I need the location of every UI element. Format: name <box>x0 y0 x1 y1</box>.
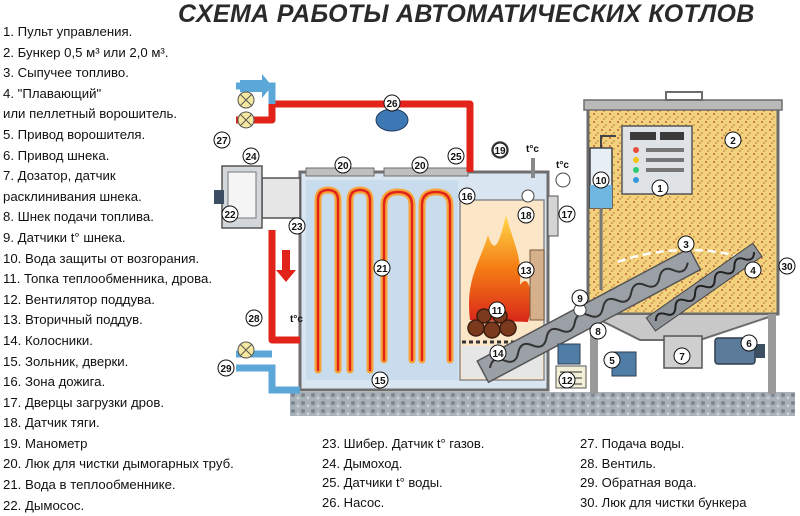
bunker-handle <box>665 91 703 101</box>
callout-11: 11 <box>492 306 503 317</box>
callout-25: 25 <box>450 152 462 163</box>
callout-14: 14 <box>492 349 504 360</box>
callout-18: 18 <box>520 211 532 222</box>
temp-label-2: t°c <box>556 160 569 171</box>
bunker-lid <box>583 99 783 111</box>
legend-right-item: 28. Вентиль. <box>580 455 656 471</box>
callout-24: 24 <box>245 152 257 163</box>
flow-arrow-down <box>276 250 296 282</box>
legend-left-item: 18. Датчик тяги. <box>3 415 100 431</box>
legend-right-item: 27. Подача воды. <box>580 436 685 451</box>
callout-17: 17 <box>561 210 573 221</box>
legend-mid-item: 24. Дымоход. <box>322 455 403 471</box>
callout-23: 23 <box>291 222 303 233</box>
agitator-auger <box>645 242 763 332</box>
legend-left-item: расклинивания шнека. <box>3 188 142 204</box>
smoke-tubes <box>314 186 454 374</box>
water-temp-gauge <box>555 172 571 188</box>
temp-label-1: t°c <box>526 144 539 155</box>
legend-mid-item: 25. Датчики t° воды. <box>322 475 443 491</box>
callout-19: 19 <box>494 146 506 157</box>
legend-left-item: 5. Привод ворошителя. <box>3 126 146 142</box>
callout-20b: 20 <box>414 161 426 172</box>
callout-7: 7 <box>679 352 685 363</box>
exhauster-motor <box>214 190 224 204</box>
legend-left-item: 9. Датчики t° шнека. <box>3 229 126 245</box>
legend-left-item: 22. Дымосос. <box>3 497 85 513</box>
callout-9: 9 <box>577 294 583 305</box>
valve-bottom-1 <box>237 341 255 359</box>
legend-mid-item: 23. Шибер. Датчик t° газов. <box>322 436 485 451</box>
callout-28: 28 <box>248 314 260 325</box>
legend-left-item: 1. Пульт управления. <box>3 24 133 39</box>
valve-top-2 <box>237 111 255 129</box>
legend-left-item: 12. Вентилятор поддува. <box>3 291 155 307</box>
legend-left-item: 14. Колосники. <box>3 332 93 348</box>
legend-left-item: 16. Зона дожига. <box>3 374 106 390</box>
legend-left-item: 13. Вторичный поддув. <box>3 312 143 328</box>
callout-8: 8 <box>595 327 601 338</box>
callout-20a: 20 <box>337 161 349 172</box>
page-title: СХЕМА РАБОТЫ АВТОМАТИЧЕСКИХ КОТЛОВ <box>178 0 755 28</box>
legend-right-item: 30. Люк для чистки бункера <box>580 494 747 510</box>
callout-13: 13 <box>520 266 532 277</box>
wood-loading-door <box>547 195 559 237</box>
chimney <box>261 177 301 219</box>
legend-left-item: 3. Сыпучее топливо. <box>3 65 129 81</box>
callout-22: 22 <box>224 210 236 221</box>
firebox-side-door <box>529 249 545 321</box>
fan-motor <box>557 343 581 365</box>
legend-left-item: 20. Люк для чистки дымогарных труб. <box>3 456 234 472</box>
callout-1: 1 <box>657 184 663 195</box>
callout-12: 12 <box>561 376 573 387</box>
legend-left-item: 19. Манометр <box>3 435 88 451</box>
legend-left-item: 6. Привод шнека. <box>3 147 110 163</box>
legend-right-item: 29. Обратная вода. <box>580 475 697 491</box>
callout-27: 27 <box>216 136 228 147</box>
legend-left-item: 15. Зольник, дверки. <box>3 353 129 369</box>
legend-left-item: 4. "Плавающий" <box>3 85 102 101</box>
callout-4: 4 <box>750 266 756 277</box>
valve-top-1 <box>237 91 255 109</box>
legend-right: 27. Подача воды. 28. Вентиль. 29. Обратная… <box>580 434 747 512</box>
legend-middle: 23. Шибер. Датчик t° газов. 24. Дымоход. 2… <box>322 434 484 512</box>
callout-16: 16 <box>461 192 473 203</box>
callout-26: 26 <box>386 99 398 110</box>
legend-left-item: 8. Шнек подачи топлива. <box>3 209 154 225</box>
callout-30: 30 <box>781 262 793 273</box>
callout-3: 3 <box>683 240 689 251</box>
callouts: 1 2 3 4 5 6 7 8 9 10 11 12 13 14 15 16 1… <box>213 94 796 389</box>
legend-left-item: или пеллетный ворошитель. <box>3 106 178 122</box>
legend-left: 1. Пульт управления. 2. Бункер 0,5 м³ или… <box>3 22 234 516</box>
flame <box>469 215 531 322</box>
legend-left-item: 2. Бункер 0,5 м³ или 2,0 м³. <box>3 44 169 60</box>
pump <box>375 108 409 132</box>
callout-5: 5 <box>609 356 615 367</box>
ground-gravel <box>290 392 795 416</box>
callout-10: 10 <box>595 176 607 187</box>
legend-left-item: 17. Дверцы загрузки дров. <box>3 394 164 410</box>
draft-sensor <box>521 189 535 203</box>
legend-left-item: 11. Топка теплообменника, дрова. <box>3 271 212 287</box>
callout-15: 15 <box>374 376 386 387</box>
bunker-leg-left <box>590 314 598 394</box>
temp-label-3: t°c <box>290 314 303 325</box>
callout-2: 2 <box>730 136 736 147</box>
auger-motor <box>714 337 765 365</box>
water-temp-sensor <box>531 158 535 178</box>
callout-6: 6 <box>746 339 752 350</box>
legend-left-item: 10. Вода защиты от возгорания. <box>3 250 200 266</box>
legend-left-item: 7. Дозатор, датчик <box>3 168 116 184</box>
legend-mid-item: 26. Насос. <box>322 494 385 510</box>
callout-29: 29 <box>220 364 232 375</box>
bunker-leg-right <box>768 314 776 394</box>
legend-left-item: 21. Вода в теплообменнике. <box>3 477 176 493</box>
callout-21: 21 <box>376 264 388 275</box>
